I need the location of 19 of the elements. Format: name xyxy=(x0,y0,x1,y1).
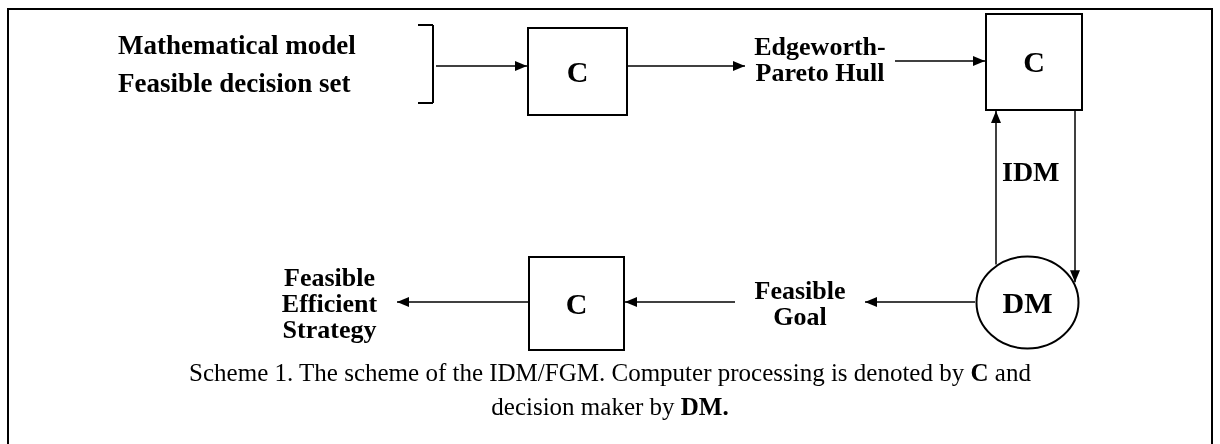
arrow xyxy=(396,297,529,307)
arrow xyxy=(435,61,528,71)
input-label: Feasible decision set xyxy=(118,67,352,100)
flow-label: Edgeworth-Pareto Hull xyxy=(745,24,895,96)
flow-label: Feasible Goal xyxy=(735,272,865,336)
decision-maker-circle: DM xyxy=(975,255,1080,350)
arrow xyxy=(624,297,736,307)
arrow xyxy=(627,61,746,71)
arrow xyxy=(1070,110,1080,283)
loop-label: IDM xyxy=(1002,158,1060,186)
process-box: C xyxy=(527,27,628,116)
input-label: Mathematical model xyxy=(118,29,356,62)
arrow xyxy=(894,56,986,66)
process-box: C xyxy=(985,13,1083,111)
process-box: C xyxy=(528,256,625,351)
caption: Scheme 1. The scheme of the IDM/FGM. Computer processing is denoted by C and decision maker by DM. xyxy=(188,358,1032,422)
arrow xyxy=(864,297,976,307)
arrow xyxy=(991,110,1001,266)
flow-label: Feasible Efficient Strategy xyxy=(262,262,397,346)
